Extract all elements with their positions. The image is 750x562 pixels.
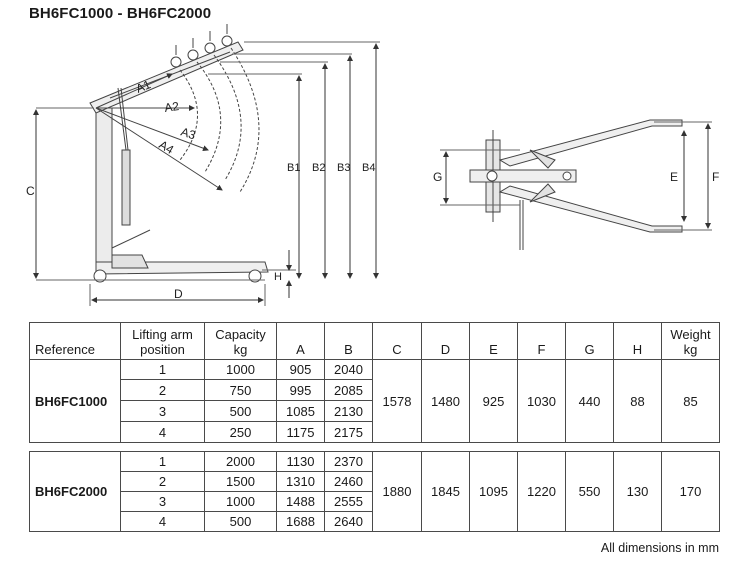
cell-position: 1 (120, 359, 205, 380)
cell-position: 2 (120, 471, 205, 492)
header-arm-line1: Lifting arm (132, 327, 193, 342)
cell-b: 2040 (324, 359, 373, 380)
cell-c: 1578 (372, 359, 422, 443)
cell-f: 1030 (517, 359, 566, 443)
cell-a: 995 (276, 379, 325, 401)
cell-h: 130 (613, 451, 662, 532)
table-row: 4 250 1175 2175 (30, 421, 720, 443)
cell-position: 3 (120, 400, 205, 422)
cell-position: 4 (120, 421, 205, 443)
cell-capacity: 1500 (204, 471, 277, 492)
label-c: C (26, 184, 35, 198)
model-reference: BH6FC2000 (29, 451, 121, 532)
label-b4: B4 (362, 162, 375, 174)
cell-g: 440 (565, 359, 614, 443)
header-cap-line1: Capacity (215, 327, 266, 342)
label-b1: B1 (287, 162, 300, 174)
header-g: G (565, 322, 614, 360)
cell-d: 1480 (421, 359, 470, 443)
cell-a: 1175 (276, 421, 325, 443)
units-footnote: All dimensions in mm (600, 541, 719, 555)
crane-drawing: A1 A2 A3 A4 B1 B2 B3 B4 C D H (26, 24, 719, 306)
cell-f: 1220 (517, 451, 566, 532)
table-row: BH6FC1000 1 1000 905 2040 1578 1480 925 … (29, 359, 720, 443)
cell-a: 1688 (276, 511, 325, 532)
label-d: D (174, 287, 183, 301)
cell-capacity: 500 (204, 400, 277, 422)
spec-table-bh6fc1000: Reference Lifting arm position Capacity … (29, 322, 720, 443)
cell-b: 2130 (324, 400, 373, 422)
cell-capacity: 1000 (204, 359, 277, 380)
header-reference: Reference (29, 322, 121, 360)
table-row: 2 1500 1310 2460 (30, 471, 720, 492)
cell-c: 1880 (372, 451, 422, 532)
header-a: A (276, 322, 325, 360)
header-cap-line2: kg (233, 342, 248, 357)
label-a3: A3 (179, 125, 198, 143)
spec-table-bh6fc2000: BH6FC2000 1 2000 1130 2370 1880 1845 109… (29, 451, 720, 532)
cell-position: 2 (120, 379, 205, 401)
cell-h: 88 (613, 359, 662, 443)
cell-b: 2555 (324, 491, 373, 512)
cell-position: 3 (120, 491, 205, 512)
cell-a: 1085 (276, 400, 325, 422)
label-e: E (670, 170, 678, 184)
label-h: H (274, 271, 282, 283)
cell-capacity: 750 (204, 379, 277, 401)
header-c: C (372, 322, 422, 360)
cell-position: 4 (120, 511, 205, 532)
label-a2: A2 (163, 99, 180, 115)
side-view (33, 24, 380, 306)
header-lifting-arm-position: Lifting arm position (120, 322, 205, 360)
cell-d: 1845 (421, 451, 470, 532)
cell-a: 905 (276, 359, 325, 380)
cell-e: 1095 (469, 451, 518, 532)
header-capacity: Capacity kg (204, 322, 277, 360)
cell-b: 2640 (324, 511, 373, 532)
header-b: B (324, 322, 373, 360)
table-row: BH6FC2000 1 2000 1130 2370 1880 1845 109… (29, 451, 720, 532)
header-weight: Weight kg (661, 322, 720, 360)
header-f: F (517, 322, 566, 360)
cell-capacity: 500 (204, 511, 277, 532)
header-weight-line2: kg (683, 342, 698, 357)
cell-weight: 170 (661, 451, 720, 532)
cell-a: 1488 (276, 491, 325, 512)
cell-b: 2085 (324, 379, 373, 401)
cell-b: 2370 (324, 451, 373, 472)
cell-b: 2460 (324, 471, 373, 492)
table-row: 3 1000 1488 2555 (30, 491, 720, 512)
header-d: D (421, 322, 470, 360)
label-a4: A4 (157, 137, 177, 157)
cell-capacity: 250 (204, 421, 277, 443)
label-b3: B3 (337, 162, 350, 174)
header-arm-line2: position (140, 342, 185, 357)
header-e: E (469, 322, 518, 360)
table-row: 3 500 1085 2130 (30, 400, 720, 422)
cell-capacity: 1000 (204, 491, 277, 512)
top-view (440, 119, 712, 250)
cell-e: 925 (469, 359, 518, 443)
table-header-row: Reference Lifting arm position Capacity … (29, 322, 720, 360)
label-f: F (712, 170, 719, 184)
header-weight-line1: Weight (670, 327, 711, 342)
label-g: G (433, 170, 442, 184)
table-row: 4 500 1688 2640 (30, 511, 720, 532)
cell-position: 1 (120, 451, 205, 472)
cell-a: 1130 (276, 451, 325, 472)
model-reference: BH6FC1000 (29, 359, 121, 443)
cell-b: 2175 (324, 421, 373, 443)
cell-capacity: 2000 (204, 451, 277, 472)
label-b2: B2 (312, 162, 325, 174)
table-row: 2 750 995 2085 (30, 379, 720, 401)
page-title: BH6FC1000 - BH6FC2000 (29, 5, 212, 22)
cell-a: 1310 (276, 471, 325, 492)
cell-g: 550 (565, 451, 614, 532)
label-a1: A1 (134, 77, 153, 96)
header-h: H (613, 322, 662, 360)
cell-weight: 85 (661, 359, 720, 443)
